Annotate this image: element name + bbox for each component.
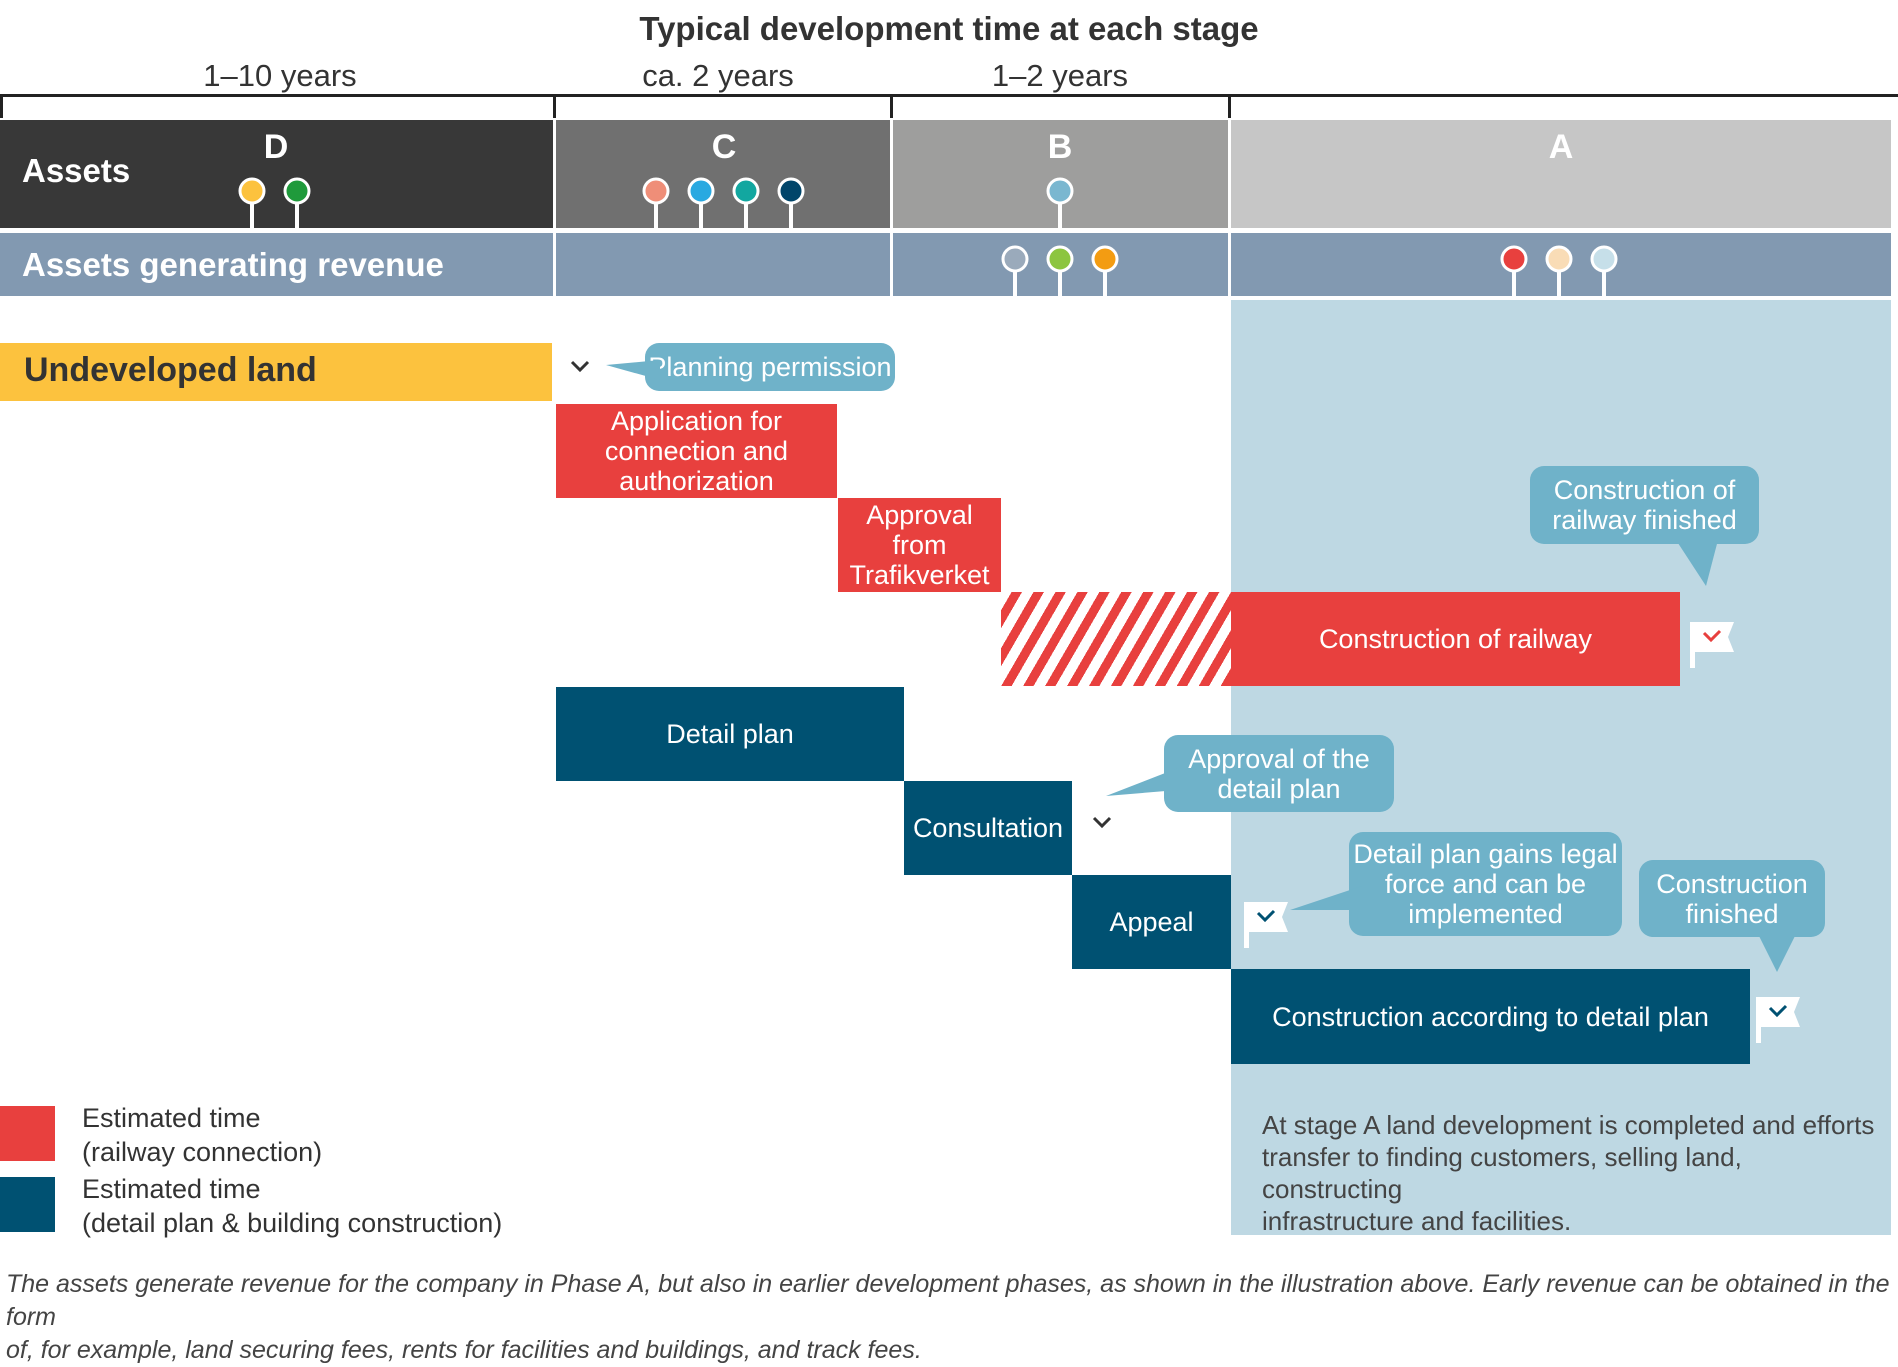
- undeveloped-land-bar: [0, 343, 552, 401]
- application-line-1: Application for: [610, 406, 783, 436]
- revenue-d-cell: [0, 233, 553, 296]
- revenue-pin: [1046, 245, 1074, 296]
- caption-line-1: The assets generate revenue for the comp…: [6, 1270, 1890, 1331]
- revenue-c-cell: [556, 233, 890, 296]
- application-box: Application for connection and authoriza…: [556, 404, 837, 498]
- construction-finished-line-1: Construction: [1656, 868, 1808, 899]
- planning-permission-label: Planning permission: [648, 352, 892, 382]
- stage-a-cell: [1231, 120, 1891, 228]
- appeal-box: Appeal: [1072, 875, 1231, 969]
- stage-a-note-line-3: infrastructure and facilities.: [1262, 1206, 1572, 1236]
- stage-label-b: B: [1047, 128, 1073, 166]
- flag-icon: [1756, 997, 1800, 1043]
- timeline-tick: [1228, 94, 1231, 118]
- revenue-pin: [1590, 245, 1618, 296]
- asset-pin: [732, 177, 760, 228]
- flag-icon: [1244, 902, 1288, 948]
- check-icon: [1092, 816, 1112, 829]
- timeline-line: [0, 94, 1898, 97]
- legal-force-callout: Detail plan gains legal force and can be…: [1349, 832, 1622, 936]
- asset-pin: [1046, 177, 1074, 228]
- legal-force-line-1: Detail plan gains legal: [1353, 839, 1618, 869]
- application-line-2: connection and: [604, 436, 789, 466]
- revenue-pin: [1500, 245, 1528, 296]
- stage-label-a: A: [1548, 128, 1574, 166]
- callout-tail: [606, 360, 660, 380]
- consultation-box: Consultation: [904, 781, 1072, 875]
- legend-red-line-1: Estimated time: [82, 1103, 261, 1133]
- duration-d: 1–10 years: [203, 58, 357, 93]
- legend-red-swatch: [0, 1106, 55, 1161]
- asset-pins: [238, 177, 1618, 296]
- stage-a-note-line-1: At stage A land development is completed…: [1262, 1110, 1875, 1140]
- timeline-tick: [0, 94, 3, 118]
- application-line-3: authorization: [619, 466, 774, 496]
- construction-finished-line-2: finished: [1685, 898, 1779, 929]
- construction-railway-label: Construction of railway: [1318, 624, 1593, 654]
- timeline-tick: [553, 94, 556, 118]
- stage-a-note: At stage A land development is completed…: [1262, 1109, 1882, 1237]
- approval-detail-plan-line-2: detail plan: [1217, 773, 1341, 804]
- legend-blue-swatch: [0, 1177, 55, 1232]
- check-icon: [570, 360, 590, 373]
- duration-c: ca. 2 years: [642, 58, 794, 93]
- legend-blue-text: Estimated time (detail plan & building c…: [82, 1172, 502, 1240]
- stage-a-note-line-2: transfer to finding customers, selling l…: [1262, 1142, 1742, 1204]
- asset-pin: [283, 177, 311, 228]
- detail-plan-label: Detail plan: [666, 719, 794, 749]
- diagram-title: Typical development time at each stage: [639, 10, 1259, 47]
- approval-detail-plan-callout: Approval of the detail plan: [1164, 735, 1394, 812]
- undeveloped-land-label: Undeveloped land: [24, 351, 317, 389]
- approval-trafikverket-line-2: Trafikverket: [849, 560, 990, 590]
- revenue-pin: [1091, 245, 1119, 296]
- assets-label: Assets: [22, 152, 131, 189]
- legal-force-line-3: implemented: [1408, 899, 1563, 929]
- construction-finished-callout: Construction finished: [1639, 860, 1825, 937]
- caption-line-2: of, for example, land securing fees, ren…: [6, 1336, 922, 1364]
- railway-estimated-hatch: [1001, 592, 1231, 686]
- callout-tail: [1290, 886, 1362, 910]
- planning-permission-callout: Planning permission: [645, 343, 895, 391]
- consultation-label: Consultation: [912, 813, 1064, 843]
- construction-railway-box: Construction of railway: [1231, 592, 1680, 686]
- construction-detail-plan-label: Construction according to detail plan: [1272, 1001, 1709, 1032]
- approval-trafikverket-box: Approval from Trafikverket: [838, 498, 1001, 592]
- legend-blue-line-2: (detail plan & building construction): [82, 1208, 503, 1238]
- stage-c-cell: [556, 120, 890, 228]
- approval-trafikverket-line-1: Approval from: [866, 500, 973, 560]
- construction-detail-plan-box: Construction according to detail plan: [1231, 969, 1750, 1064]
- asset-pin: [687, 177, 715, 228]
- asset-pin: [642, 177, 670, 228]
- asset-pin: [238, 177, 266, 228]
- detail-plan-box: Detail plan: [556, 687, 904, 781]
- callout-tail: [1758, 934, 1796, 972]
- figure-caption: The assets generate revenue for the comp…: [6, 1268, 1896, 1367]
- revenue-pin: [1001, 245, 1029, 296]
- duration-b: 1–2 years: [991, 58, 1129, 93]
- legend-blue-line-1: Estimated time: [82, 1174, 261, 1204]
- railway-finished-callout: Construction of railway finished: [1530, 466, 1759, 544]
- legal-force-line-2: force and can be: [1384, 869, 1587, 899]
- callout-tail: [1676, 540, 1718, 586]
- railway-finished-line-2: railway finished: [1552, 505, 1737, 535]
- railway-finished-line-1: Construction of: [1553, 475, 1736, 505]
- legend-red-text: Estimated time (railway connection): [82, 1101, 322, 1169]
- legend-red-line-2: (railway connection): [82, 1137, 323, 1167]
- callout-tail: [1106, 768, 1178, 796]
- appeal-label: Appeal: [1109, 907, 1194, 937]
- stage-label-d: D: [263, 128, 289, 166]
- asset-pin: [777, 177, 805, 228]
- stage-label-c: C: [711, 128, 737, 166]
- stage-d-cell: [0, 120, 553, 228]
- revenue-label: Assets generating revenue: [22, 246, 444, 283]
- approval-detail-plan-line-1: Approval of the: [1188, 743, 1370, 774]
- flag-icon: [1690, 622, 1734, 668]
- timeline-tick: [890, 94, 893, 118]
- revenue-pin: [1545, 245, 1573, 296]
